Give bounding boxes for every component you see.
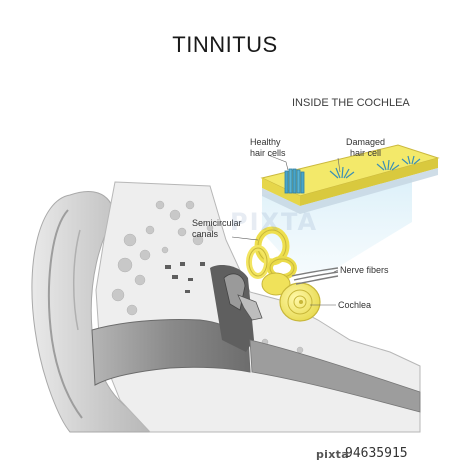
page-title: TINNITUS — [172, 32, 277, 57]
inset-title: INSIDE THE COCHLEA — [292, 97, 410, 109]
label-healthy-line2: hair cells — [250, 148, 286, 158]
label-cochlea: Cochlea — [338, 300, 371, 310]
label-nerve-fibers: Nerve fibers — [340, 265, 389, 275]
healthy-hair-cells — [284, 168, 305, 194]
stock-logo: pixta — [316, 448, 349, 461]
ear-diagram: TINNITUS INSIDE THE COCHLEA Healthy hair… — [31, 32, 440, 433]
watermark: PIXTA — [230, 208, 319, 236]
semicircular-canals — [246, 226, 297, 280]
label-healthy-line1: Healthy — [250, 137, 281, 147]
hair-cell-pointers — [267, 154, 341, 173]
stock-image-id: 94635915 — [345, 446, 408, 461]
label-damaged-line1: Damaged — [346, 137, 385, 147]
cochlea — [261, 272, 321, 322]
middle-ear — [210, 265, 263, 352]
ear-canal — [91, 318, 251, 386]
label-damaged-line2: hair cell — [350, 148, 381, 158]
nerve-fibers — [291, 267, 339, 285]
damaged-hair-cells — [329, 155, 421, 179]
stock-footer — [0, 444, 450, 469]
label-pointers — [231, 236, 339, 306]
label-semicircular-line1: Semicircular — [192, 218, 242, 228]
label-semicircular-line2: canals — [192, 229, 219, 239]
eustachian-tube — [249, 339, 421, 413]
